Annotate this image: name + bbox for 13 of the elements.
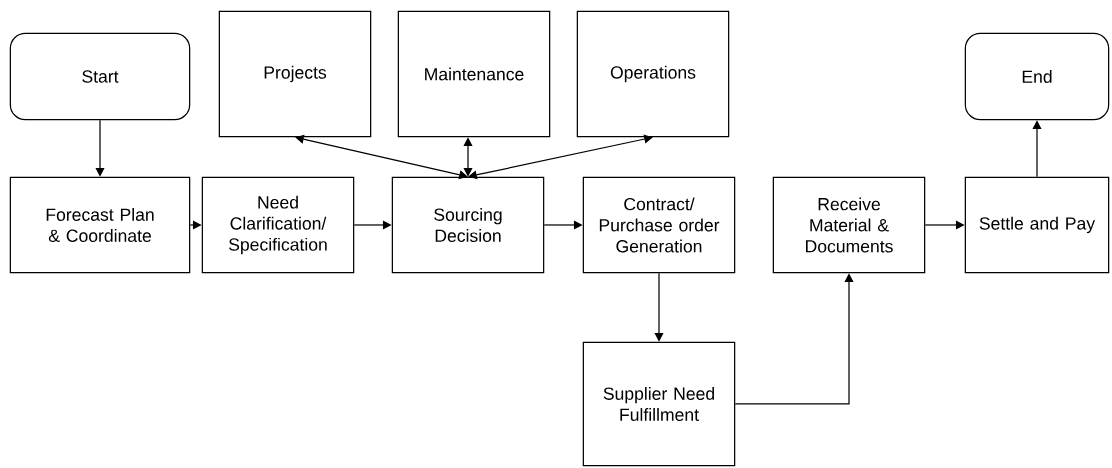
process-box: Receive Material & Documents (772, 176, 926, 274)
process-box: Settle and Pay (964, 176, 1110, 274)
terminal-box: End (964, 32, 1110, 121)
process-box: Supplier Need Fulfillment (582, 341, 736, 467)
process-box: Maintenance (397, 10, 551, 138)
process-box: Forecast Plan & Coordinate (9, 176, 191, 274)
terminal-box: Start (9, 32, 191, 121)
process-box: Need Clarification/ Specification (201, 176, 355, 274)
process-box: Contract/ Purchase order Generation (582, 176, 736, 274)
process-box: Projects (218, 10, 372, 138)
arrow (468, 134, 653, 180)
process-box: Operations (576, 10, 730, 138)
process-box: Sourcing Decision (391, 176, 545, 274)
